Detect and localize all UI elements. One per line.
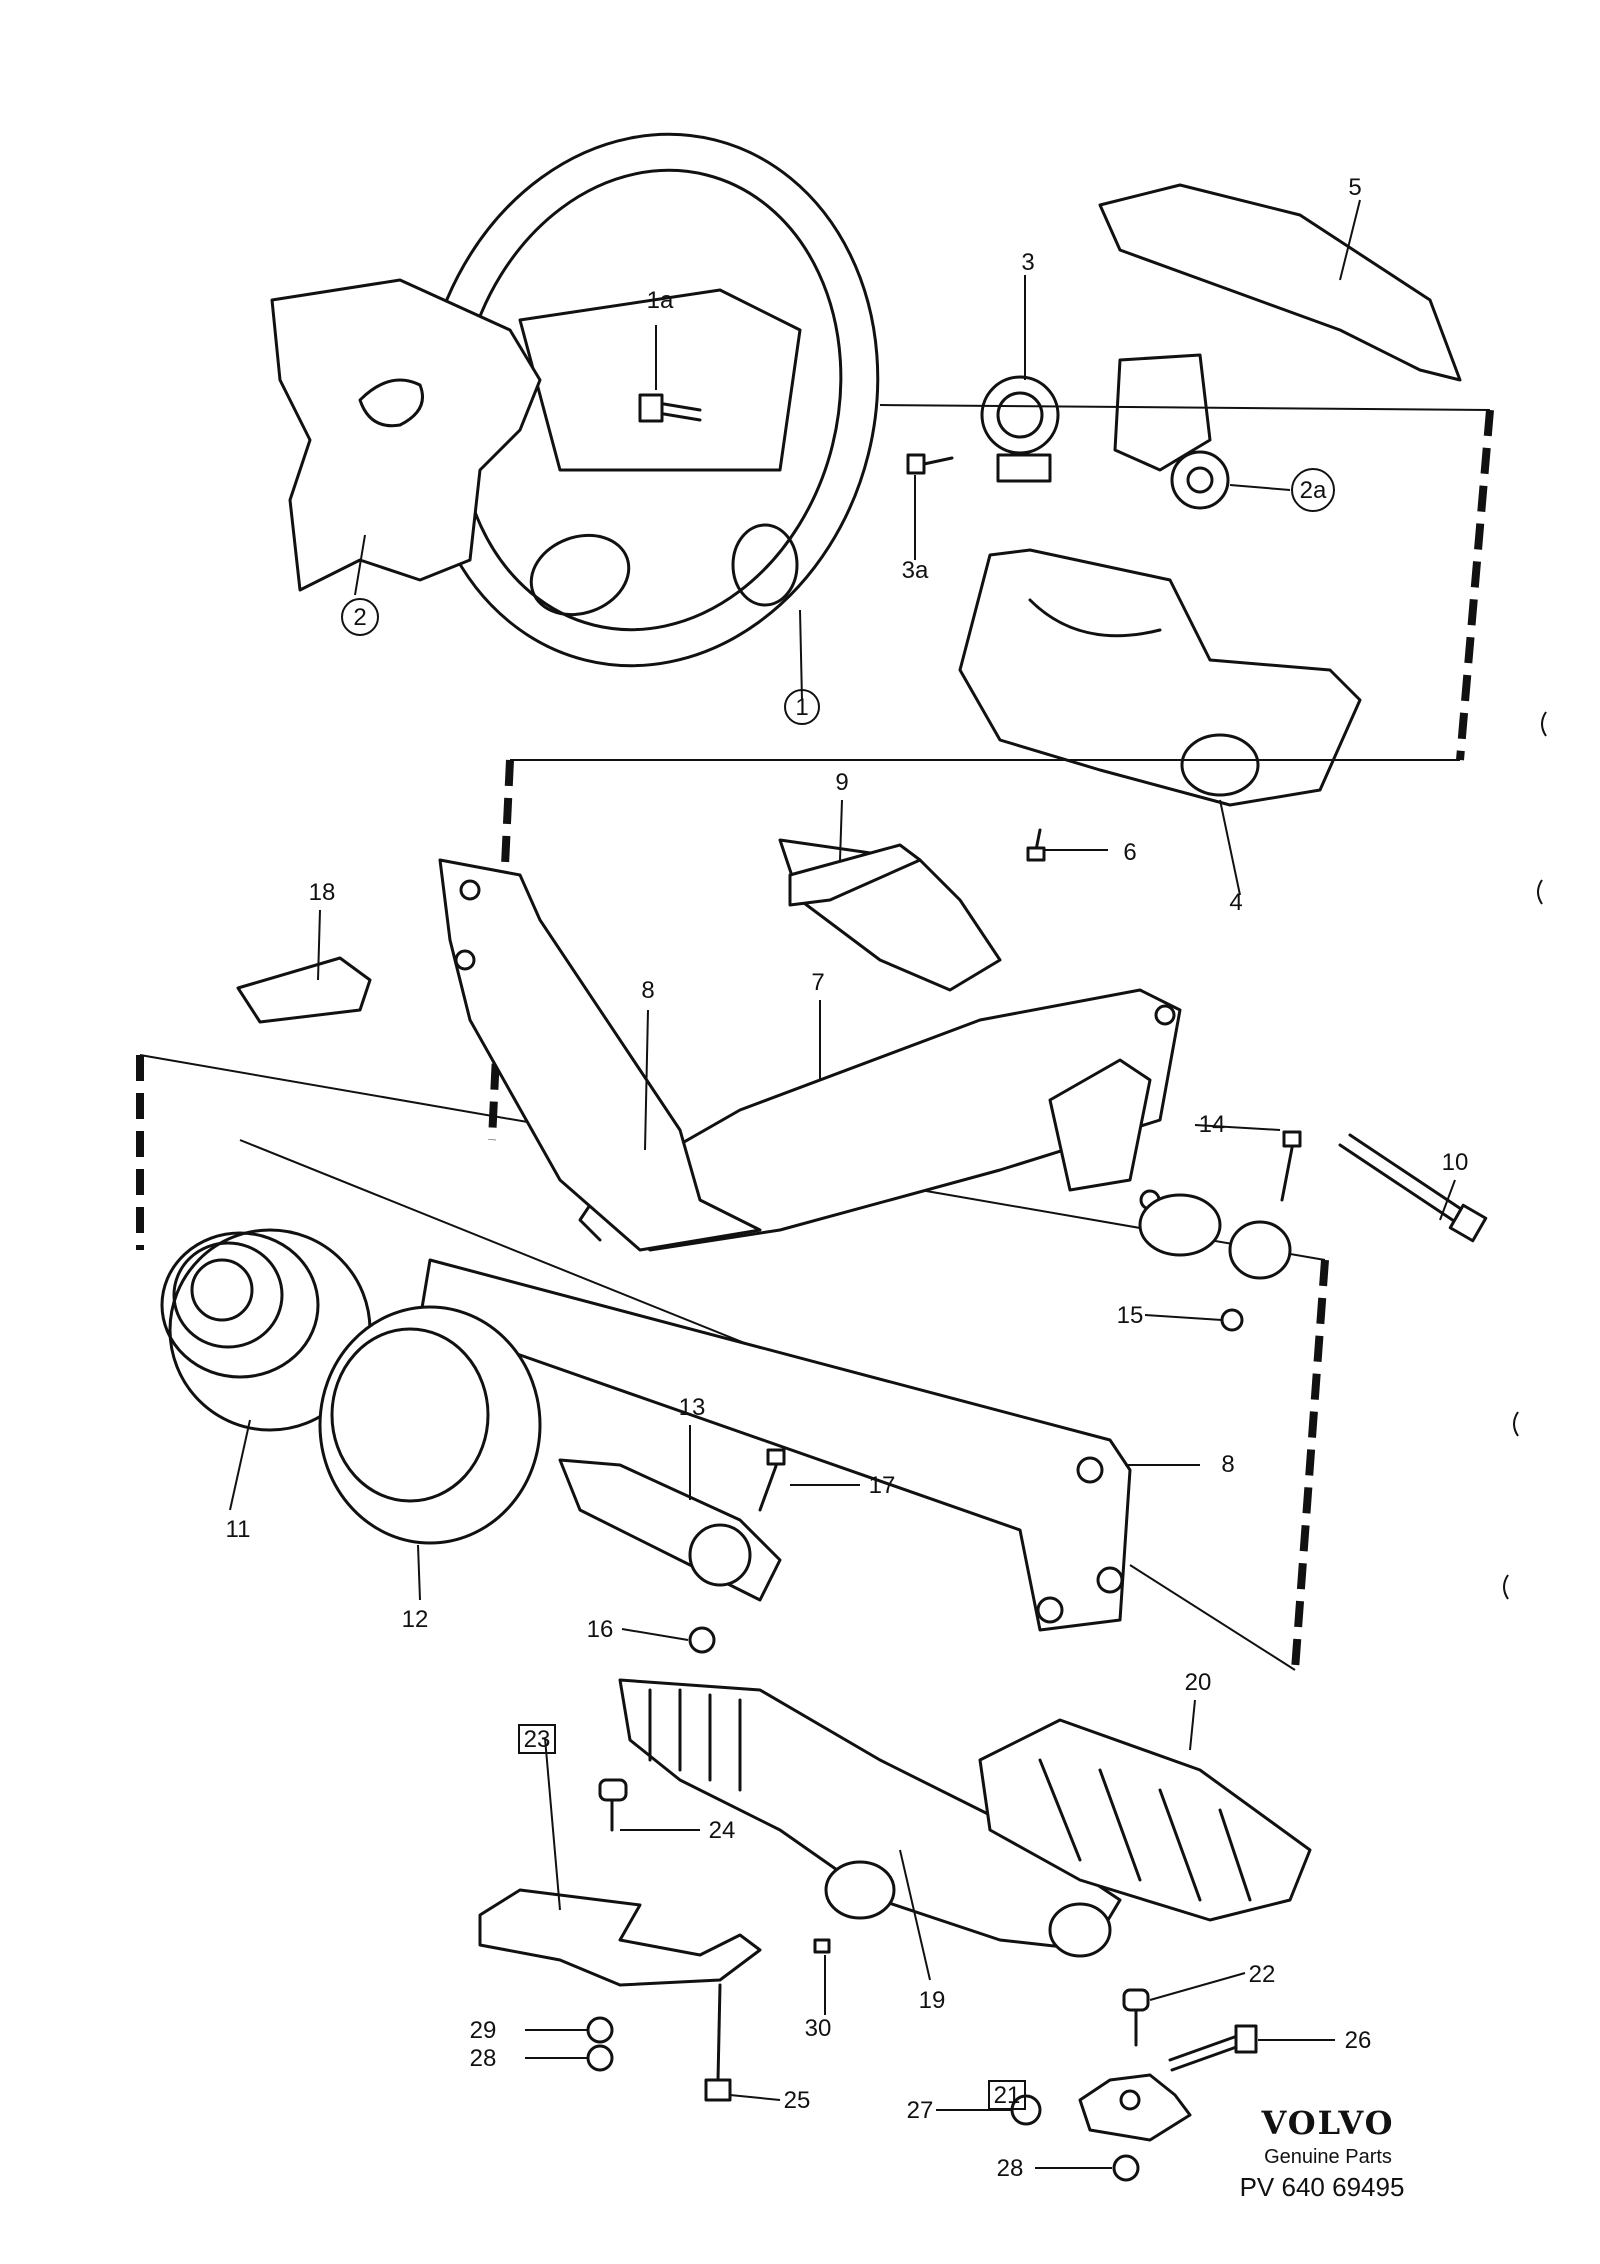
label-30: 30	[805, 2015, 832, 2042]
adjustment-lever	[236, 956, 372, 1024]
nut-15	[1220, 1308, 1244, 1332]
label-3a: 3a	[902, 557, 929, 584]
part-number: PV 640 69495	[1240, 2172, 1405, 2202]
label-7: 7	[811, 969, 824, 996]
label-8-upper: 8	[641, 977, 654, 1004]
callout-circle-1	[784, 689, 820, 725]
heat-shield	[978, 1718, 1312, 1922]
airbag-module	[270, 278, 542, 592]
mounting-bracket-23	[478, 1888, 762, 1987]
label-23: 23	[524, 1726, 551, 1753]
steering-gear	[618, 1678, 1122, 1958]
label-1: 1	[795, 694, 808, 721]
label-15: 15	[1117, 1302, 1144, 1329]
label-18: 18	[309, 879, 336, 906]
bolt-24	[598, 1778, 628, 1832]
label-28-right: 28	[997, 2155, 1024, 2182]
label-28-left: 28	[470, 2045, 497, 2072]
nut-28b	[1112, 2154, 1140, 2182]
column-joint	[1138, 1193, 1292, 1280]
steering-wheel	[420, 132, 880, 668]
label-14: 14	[1199, 1111, 1226, 1138]
label-1a: 1a	[647, 287, 674, 314]
label-4: 4	[1229, 889, 1242, 916]
screw-6	[1026, 828, 1046, 862]
bolt-26	[1168, 2024, 1258, 2072]
margin-marks	[1503, 711, 1547, 1600]
screw-30	[813, 1938, 831, 1954]
label-11: 11	[226, 1516, 251, 1543]
label-2a: 2a	[1300, 477, 1327, 504]
label-21: 21	[994, 2082, 1021, 2109]
label-27: 27	[907, 2097, 934, 2124]
label-17: 17	[869, 1472, 896, 1499]
callout-circle-2a	[1291, 468, 1335, 512]
label-5: 5	[1348, 174, 1361, 201]
clock-spring	[980, 375, 1060, 483]
label-12: 12	[402, 1606, 429, 1633]
label-8-lower: 8	[1221, 1451, 1234, 1478]
upper-cover	[1098, 183, 1462, 382]
volvo-logo: VOLVO	[1261, 2104, 1395, 2142]
part-labels: 1 1a 2 2a 3 3a 4 5 6 7 8 8 9 10 11 12 13…	[226, 174, 1469, 2182]
bolt-22	[1122, 1988, 1150, 2047]
label-29: 29	[470, 2017, 497, 2044]
dashed-connectors	[136, 404, 1494, 1671]
label-16: 16	[587, 1616, 614, 1643]
intermediate-shaft	[558, 1458, 782, 1602]
label-25: 25	[784, 2087, 811, 2114]
bolt-14	[1280, 1130, 1302, 1202]
washer-29	[586, 2016, 614, 2044]
callout-box-23	[518, 1724, 556, 1754]
bolt-17	[758, 1448, 786, 1512]
genuine-parts-text: Genuine Parts	[1264, 2146, 1392, 2168]
bolt-10	[1338, 1133, 1488, 1243]
callout-box-21	[988, 2080, 1026, 2110]
lower-cover	[958, 548, 1362, 807]
label-3: 3	[1021, 249, 1034, 276]
label-24: 24	[709, 1817, 736, 1844]
label-22: 22	[1249, 1961, 1276, 1988]
label-19: 19	[919, 1987, 946, 2014]
nut-16	[688, 1626, 716, 1654]
label-6: 6	[1123, 839, 1136, 866]
bolt-1a	[638, 393, 702, 423]
label-9: 9	[835, 769, 848, 796]
ignition-switch	[1113, 353, 1230, 510]
label-10: 10	[1442, 1149, 1469, 1176]
branding-block: VOLVO Genuine Parts PV 640 69495	[1240, 2104, 1405, 2202]
bolt-25	[704, 1983, 732, 2102]
leader-lines	[229, 199, 1456, 2169]
nut-28a	[586, 2044, 614, 2072]
seal-ring	[318, 1305, 542, 1545]
label-20: 20	[1185, 1669, 1212, 1696]
mounting-bracket-21	[1078, 2073, 1192, 2142]
bracket-9	[788, 843, 922, 907]
steering-column	[578, 988, 1182, 1252]
label-13: 13	[679, 1394, 706, 1421]
label-26: 26	[1345, 2027, 1372, 2054]
label-2: 2	[353, 604, 366, 631]
callout-circle-2	[341, 598, 379, 636]
screw-3a	[906, 453, 954, 475]
